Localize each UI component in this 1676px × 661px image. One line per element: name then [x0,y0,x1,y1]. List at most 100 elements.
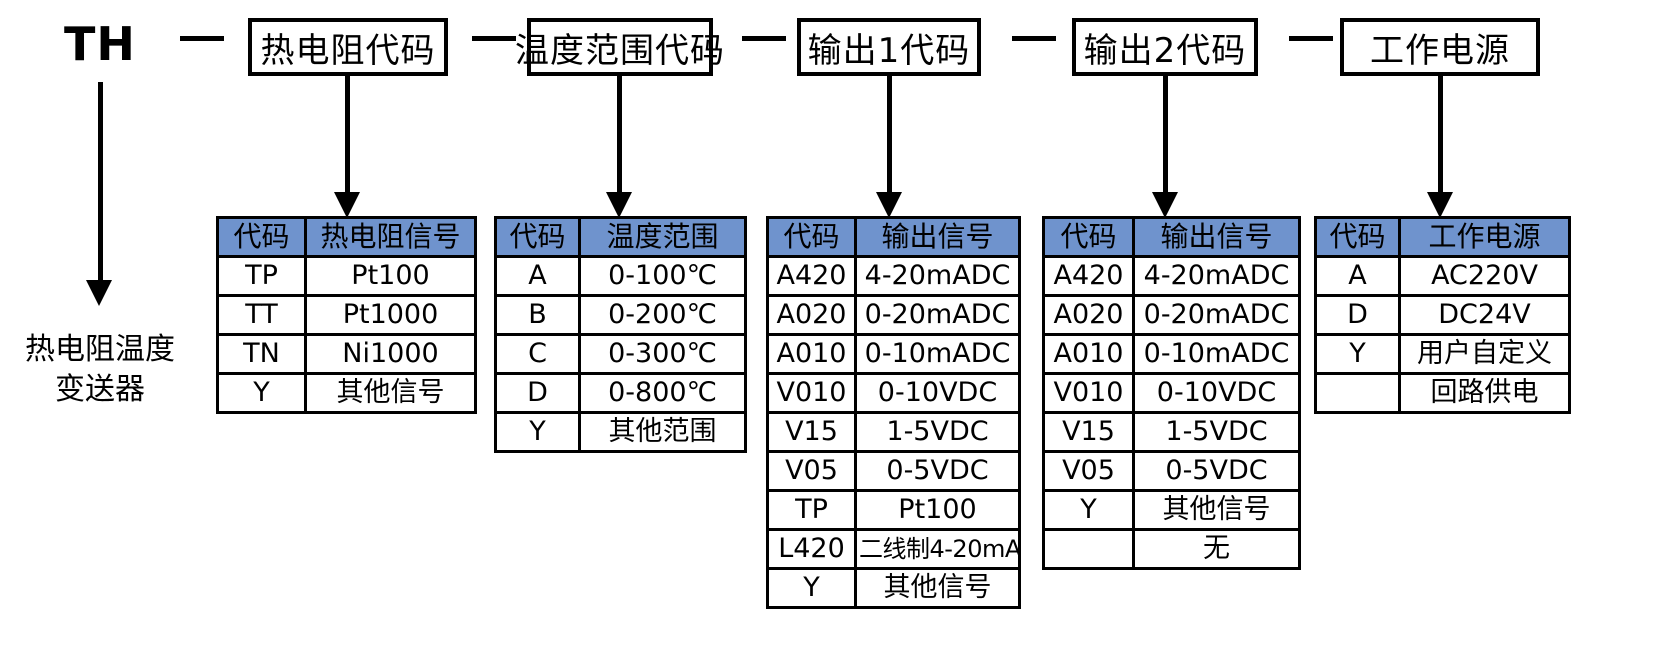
cell-code: A010 [1042,333,1135,375]
header-cell-code: 代码 [494,216,581,258]
cell-description: 0-300℃ [578,333,747,375]
cell-code: Y [216,372,307,414]
cell-code: V010 [766,372,857,414]
cell-code: B [494,294,581,336]
separator-dash-4 [1012,36,1056,41]
arrowhead-prefix [86,280,112,306]
connector-line-prefix [98,82,103,284]
model-code-row: TH 热电阻代码 温度范围代码 输出1代码 输出2代码 工作电源 [0,0,1676,100]
cell-description: 无 [1132,528,1301,570]
cell-description: 0-5VDC [1132,450,1301,492]
cell-description: 其他信号 [854,567,1021,609]
cell-description: 0-10VDC [1132,372,1301,414]
cell-code: V15 [766,411,857,453]
code-box-temperature-range[interactable]: 温度范围代码 [515,18,724,76]
cell-code [1314,372,1401,414]
cell-code: TT [216,294,307,336]
table-row[interactable]: 回路供电 [1314,372,1571,414]
cell-code: A [1314,255,1401,297]
cell-code: TN [216,333,307,375]
cell-code: Y [1314,333,1401,375]
cell-description: 二线制4-20mA [854,528,1021,570]
cell-code: A010 [766,333,857,375]
product-name-line-1: 热电阻温度 [25,332,175,367]
code-box-power-supply[interactable]: 工作电源 [1340,18,1540,76]
cell-code: A020 [1042,294,1135,336]
cell-description: 0-10mADC [854,333,1021,375]
connector-line-temperature-range [617,76,622,196]
header-cell-description: 工作电源 [1398,216,1571,258]
cell-description: 0-800℃ [578,372,747,414]
table-header-row: 代码工作电源 [1314,216,1571,258]
cell-code: D [1314,294,1401,336]
cell-description: 0-20mADC [1132,294,1301,336]
connector-line-power-supply [1438,76,1443,196]
header-cell-code: 代码 [1042,216,1135,258]
product-name-label: 热电阻温度 变送器 [0,330,200,410]
header-cell-code: 代码 [766,216,857,258]
code-box-output2[interactable]: 输出2代码 [1072,18,1258,76]
separator-dash-3 [742,36,786,41]
cell-code: A420 [1042,255,1135,297]
separator-dash-1 [180,36,224,41]
header-cell-description: 输出信号 [1132,216,1301,258]
cell-description: 4-20mADC [854,255,1021,297]
cell-code: L420 [766,528,857,570]
connector-line-output2 [1163,76,1168,196]
cell-code: V15 [1042,411,1135,453]
cell-description: 0-5VDC [854,450,1021,492]
cell-code: V010 [1042,372,1135,414]
header-cell-description: 热电阻信号 [304,216,477,258]
code-box-output1[interactable]: 输出1代码 [797,18,981,76]
arrowhead-rtd [334,192,360,218]
separator-dash-5 [1289,36,1333,41]
cell-code [1042,528,1135,570]
cell-description: 回路供电 [1398,372,1571,414]
table-header-row: 代码输出信号 [766,216,1021,258]
connector-line-output1 [887,76,892,196]
code-box-rtd[interactable]: 热电阻代码 [248,18,448,76]
cell-description: 其他信号 [1132,489,1301,531]
header-cell-description: 温度范围 [578,216,747,258]
cell-code: Y [494,411,581,453]
arrowhead-power-supply [1427,192,1453,218]
table-row[interactable]: 无 [1042,528,1301,570]
table-header-row: 代码输出信号 [1042,216,1301,258]
cell-description: 0-20mADC [854,294,1021,336]
table-header-row: 代码热电阻信号 [216,216,477,258]
